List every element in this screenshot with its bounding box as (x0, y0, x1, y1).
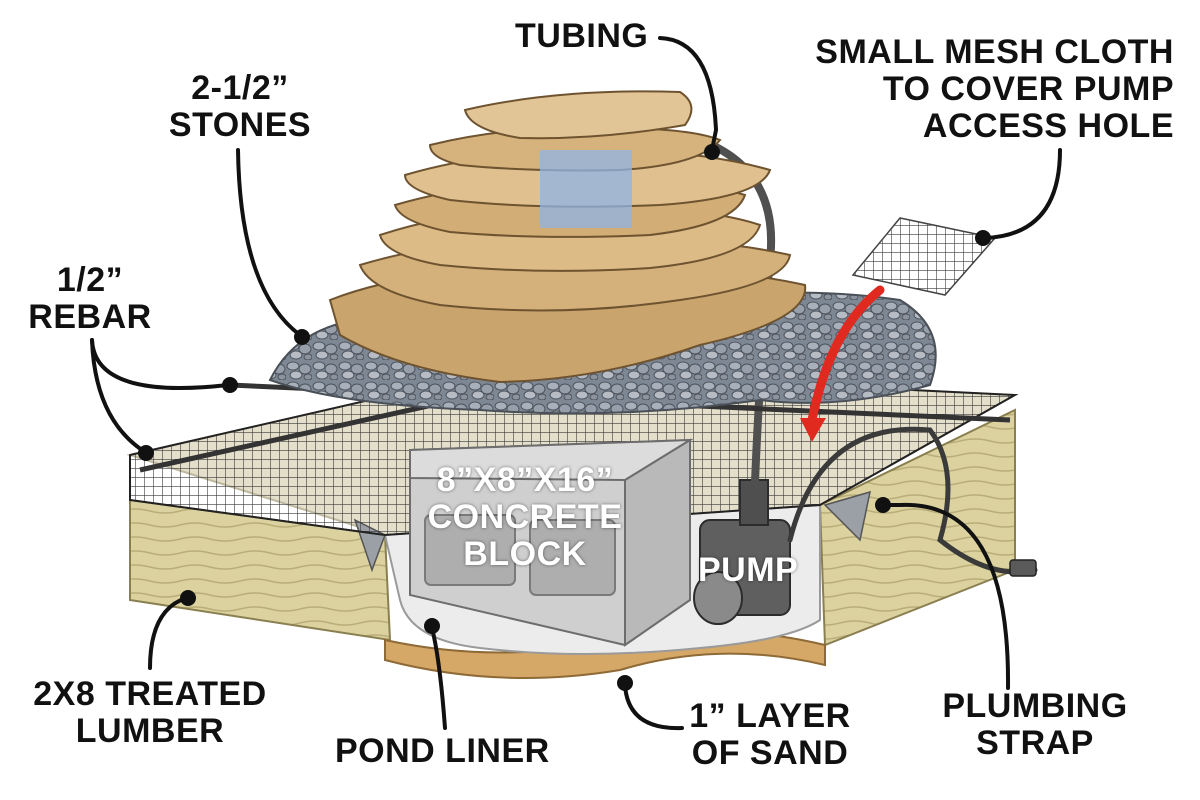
tubing-leader (658, 36, 719, 152)
concrete-block (409, 438, 694, 647)
power-plug (1009, 559, 1037, 577)
mesh-cloth (851, 217, 997, 296)
rebar-label: 1/2” REBAR (20, 262, 160, 336)
plumbing-strap-line-1: PLUMBING (942, 687, 1128, 725)
concrete-block-line-1: 8”X8”X16” (436, 461, 614, 499)
rebar-line-2: REBAR (28, 298, 152, 336)
stones-line-2: STONES (168, 106, 312, 144)
stones-label: 2-1/2” STONES (160, 70, 320, 144)
lumber-label: 2X8 TREATED LUMBER (20, 676, 280, 750)
sand-leader (623, 683, 684, 731)
strap-leader (883, 502, 1011, 690)
sand-line-2: OF SAND (691, 734, 849, 772)
sand-label: 1” LAYER OF SAND (680, 698, 860, 772)
rebar-leader-1 (90, 338, 230, 390)
liner-leader (430, 626, 447, 730)
power-cord (787, 426, 1038, 575)
stones-leader (236, 148, 302, 337)
plumbing-strap-label: PLUMBING STRAP (930, 688, 1140, 762)
mesh-cloth-line-1: SMALL MESH CLOTH (815, 33, 1174, 71)
lumber-line-2: LUMBER (75, 712, 225, 750)
waterfall (540, 150, 632, 228)
stones-line-1: 2-1/2” (191, 69, 289, 107)
insert-arrow (800, 285, 885, 442)
pump (693, 479, 791, 625)
liner-flap-right (823, 490, 871, 542)
concrete-block-line-3: BLOCK (463, 535, 587, 573)
mesh-cloth-label: SMALL MESH CLOTH TO COVER PUMP ACCESS HO… (790, 34, 1174, 145)
pump-label: PUMP (698, 551, 799, 589)
plumbing-strap-line-2: STRAP (976, 724, 1094, 762)
mesh-cloth-line-3: ACCESS HOLE (922, 107, 1174, 145)
tubing-label: TUBING (515, 17, 649, 55)
mesh-cloth-line-2: TO COVER PUMP (882, 70, 1174, 108)
leader-lines (90, 36, 1062, 731)
concrete-block-label: 8”X8”X16” CONCRETE BLOCK (405, 462, 645, 573)
concrete-block-line-2: CONCRETE (427, 498, 623, 536)
lumber-line-1: 2X8 TREATED (33, 675, 267, 713)
pond-liner-label: POND LINER (335, 732, 550, 770)
lumber-leader (148, 596, 188, 670)
sand-line-1: 1” LAYER (689, 697, 851, 735)
rebar-leader-2 (90, 338, 147, 454)
mesh-cloth-leader (983, 148, 1062, 240)
rebar-line-1: 1/2” (56, 261, 124, 299)
